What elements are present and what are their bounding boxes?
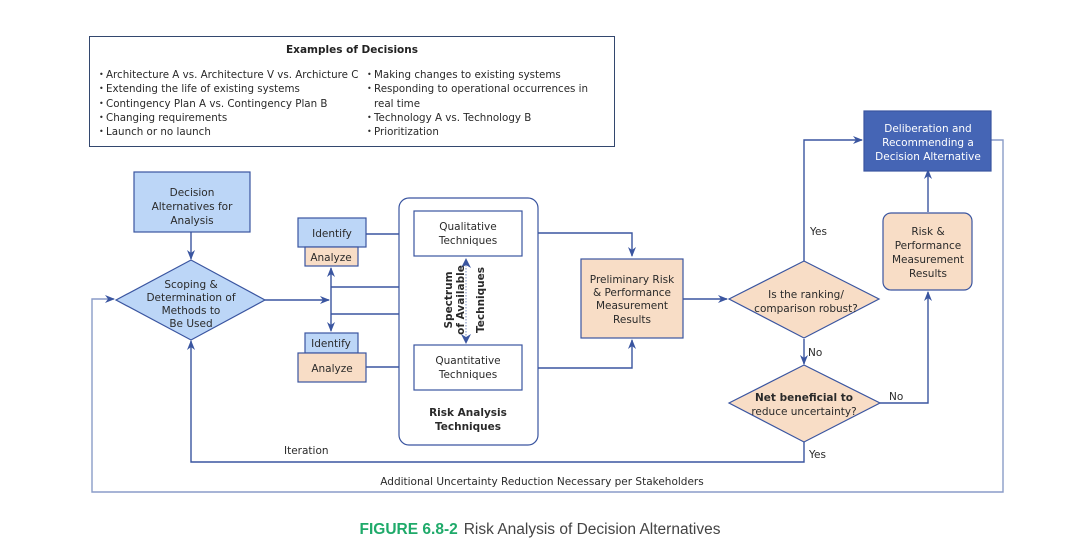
node-text: Scoping & bbox=[164, 279, 217, 291]
examples-right-column: Making changes to existing systems Respo… bbox=[367, 68, 607, 140]
node-risk-performance-results: Risk & Performance Measurement Results bbox=[882, 212, 973, 291]
example-item: Changing requirements bbox=[99, 111, 359, 126]
node-net-beneficial-diamond: Net beneficial to reduce uncertainty? bbox=[727, 364, 882, 443]
arrow-qualitative-to-preliminary bbox=[538, 232, 636, 257]
node-text: Recommending a bbox=[882, 137, 974, 149]
qualitative-box bbox=[413, 210, 523, 257]
node-text: Identify bbox=[312, 228, 352, 240]
node-text: & Performance bbox=[593, 287, 671, 299]
risk-analysis-label: Risk Analysis bbox=[429, 407, 507, 419]
figure-title: Risk Analysis of Decision Alternatives bbox=[463, 521, 721, 538]
risk-analysis-label: Techniques bbox=[435, 421, 501, 433]
examples-of-decisions-box: Examples of Decisions Architecture A vs.… bbox=[89, 36, 615, 147]
node-text: reduce uncertainty? bbox=[751, 406, 856, 418]
node-text: Determination of bbox=[146, 292, 235, 304]
edge-label-no-net: No bbox=[889, 391, 903, 403]
node-text: Performance bbox=[895, 240, 962, 252]
node-text: Deliberation and bbox=[884, 123, 971, 135]
examples-left-column: Architecture A vs. Architecture V vs. Ar… bbox=[99, 68, 359, 140]
node-text: Be Used bbox=[169, 318, 212, 330]
node-text: comparison robust? bbox=[754, 303, 858, 315]
example-item: Making changes to existing systems bbox=[367, 68, 607, 83]
node-text: Measurement bbox=[596, 300, 668, 312]
node-text: Analyze bbox=[310, 252, 351, 264]
node-risk-analysis-techniques: Qualitative Techniques Quantitative Tech… bbox=[398, 197, 539, 446]
node-text: Preliminary Risk bbox=[590, 274, 675, 286]
node-text: Is the ranking/ bbox=[768, 289, 844, 301]
edge-label-yes-robust: Yes bbox=[809, 226, 827, 238]
example-item: Prioritization bbox=[367, 125, 607, 140]
node-robust-diamond: Is the ranking/ comparison robust? bbox=[727, 260, 881, 339]
node-text: Identify bbox=[311, 338, 351, 350]
arrow-additional-uncertainty-loop bbox=[91, 139, 1004, 493]
spectrum-arrow-up-icon bbox=[461, 258, 471, 268]
node-text: Net beneficial to bbox=[755, 392, 853, 404]
node-identify-analyze-top: Identify Analyze bbox=[297, 217, 367, 267]
node-scoping-diamond: Scoping & Determination of Methods to Be… bbox=[114, 259, 267, 341]
examples-title: Examples of Decisions bbox=[286, 44, 418, 56]
arrow-iteration-loop bbox=[187, 340, 805, 463]
node-text: Results bbox=[909, 268, 947, 280]
example-item: Technology A vs. Technology B bbox=[367, 111, 607, 126]
edge-label-no-robust: No bbox=[808, 347, 822, 359]
node-identify-analyze-bottom: Identify Analyze bbox=[297, 332, 367, 383]
node-text: Analyze bbox=[311, 363, 352, 375]
quantitative-box bbox=[413, 344, 523, 391]
node-text: Results bbox=[613, 314, 651, 326]
node-text: Techniques bbox=[438, 235, 497, 247]
spectrum-arrow-down-icon bbox=[461, 334, 471, 344]
spectrum-label: of Available bbox=[455, 265, 467, 335]
example-item: Architecture A vs. Architecture V vs. Ar… bbox=[99, 68, 359, 83]
node-text: Techniques bbox=[438, 369, 497, 381]
example-item: Contingency Plan A vs. Contingency Plan … bbox=[99, 97, 359, 112]
node-deliberation: Deliberation and Recommending a Decision… bbox=[863, 110, 992, 172]
figure-number: FIGURE 6.8-2 bbox=[359, 521, 458, 538]
edge-label-additional-uncertainty: Additional Uncertainty Reduction Necessa… bbox=[380, 476, 703, 488]
figure-caption: FIGURE 6.8-2 Risk Analysis of Decision Al… bbox=[0, 521, 1080, 539]
spectrum-label: Techniques bbox=[475, 267, 487, 333]
node-decision-alternatives: Decision Alternatives for Analysis bbox=[133, 171, 251, 233]
node-text: Decision bbox=[170, 187, 215, 199]
node-text: Measurement bbox=[892, 254, 964, 266]
node-preliminary-results: Preliminary Risk & Performance Measureme… bbox=[580, 258, 684, 339]
example-item: Extending the life of existing systems bbox=[99, 82, 359, 97]
arrow-net-no-to-risk-perf bbox=[880, 291, 932, 404]
example-item: Responding to operational occurrences in… bbox=[367, 82, 607, 111]
edge-label-iteration: Iteration bbox=[284, 445, 329, 457]
example-item: Launch or no launch bbox=[99, 125, 359, 140]
arrow-robust-yes-to-deliberation bbox=[803, 136, 863, 261]
node-text: Quantitative bbox=[435, 355, 500, 367]
node-text: Risk & bbox=[911, 226, 944, 238]
node-text: Decision Alternative bbox=[875, 151, 981, 163]
spectrum-label: Spectrum bbox=[443, 271, 455, 328]
node-text: Methods to bbox=[162, 305, 221, 317]
edge-label-yes-net: Yes bbox=[808, 449, 826, 461]
node-text: Analysis bbox=[170, 215, 213, 227]
node-text: Qualitative bbox=[439, 221, 496, 233]
node-text: Alternatives for bbox=[152, 201, 234, 213]
arrow-quantitative-to-preliminary bbox=[538, 339, 636, 369]
